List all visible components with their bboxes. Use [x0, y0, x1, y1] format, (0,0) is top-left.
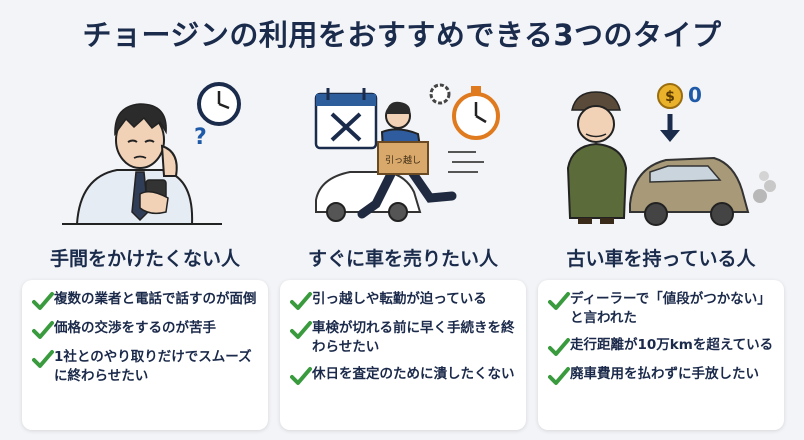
list-item-text: 価格の交渉をするのが苦手 [54, 320, 216, 336]
checkmark-icon [290, 367, 312, 385]
list-item-text: 複数の業者と電話で話すのが面倒 [54, 291, 257, 307]
checklist-card: ディーラーで「値段がつかない」と言われた 走行距離が10万kmを超えている 廃車… [538, 280, 784, 430]
list-item: 引っ越しや転勤が迫っている [290, 290, 516, 311]
list-item: 価格の交渉をするのが苦手 [32, 319, 258, 340]
column-heading: 手間をかけたくない人 [49, 248, 240, 270]
list-item-text: 引っ越しや転勤が迫っている [312, 291, 487, 307]
checkmark-icon [548, 292, 570, 310]
box-label: 引っ越し [385, 154, 421, 166]
checklist-card: 複数の業者と電話で話すのが面倒 価格の交渉をするのが苦手 1社とのやり取りだけで… [22, 280, 268, 430]
checkmark-icon [290, 321, 312, 339]
zero-label: 0 [688, 83, 702, 107]
column-heading: 古い車を持っている人 [566, 248, 756, 270]
svg-text:?: ? [194, 125, 207, 150]
list-item: 車検が切れる前に早く手続きを終わらせたい [290, 319, 516, 357]
checkmark-icon [32, 350, 54, 368]
list-item: 廃車費用を払わずに手放したい [548, 365, 774, 386]
list-item-text: 1社とのやり取りだけでスムーズに終わらせたい [54, 349, 252, 384]
coin-label: $ [665, 89, 675, 105]
checkmark-icon [548, 367, 570, 385]
list-item: 走行距離が10万kmを超えている [548, 336, 774, 357]
checkmark-icon [548, 338, 570, 356]
column-heading: すぐに車を売りたい人 [307, 248, 498, 270]
page-title: チョージンの利用をおすすめできる3つのタイプ [82, 18, 722, 52]
list-item-text: 車検が切れる前に早く手続きを終わらせたい [312, 320, 515, 355]
list-item-text: 廃車費用を払わずに手放したい [570, 366, 759, 382]
checklist-card: 引っ越しや転勤が迫っている 車検が切れる前に早く手続きを終わらせたい 休日を査定… [280, 280, 526, 430]
checkmark-icon [32, 321, 54, 339]
list-item-text: 休日を査定のために潰したくない [312, 366, 515, 382]
list-item-text: 走行距離が10万kmを超えている [570, 337, 774, 353]
list-item: 休日を査定のために潰したくない [290, 365, 516, 386]
running-man-illustration: 引っ越し [314, 83, 500, 222]
list-item: 1社とのやり取りだけでスムーズに終わらせたい [32, 348, 258, 386]
checkmark-icon [32, 292, 54, 310]
list-item-text: ディーラーで「値段がつかない」と言われた [570, 291, 771, 326]
old-man-car-illustration: $ 0 [566, 83, 776, 226]
list-item: ディーラーで「値段がつかない」と言われた [548, 290, 774, 328]
tired-man-illustration: ? [62, 82, 241, 225]
checkmark-icon [290, 292, 312, 310]
list-item: 複数の業者と電話で話すのが面倒 [32, 290, 258, 311]
